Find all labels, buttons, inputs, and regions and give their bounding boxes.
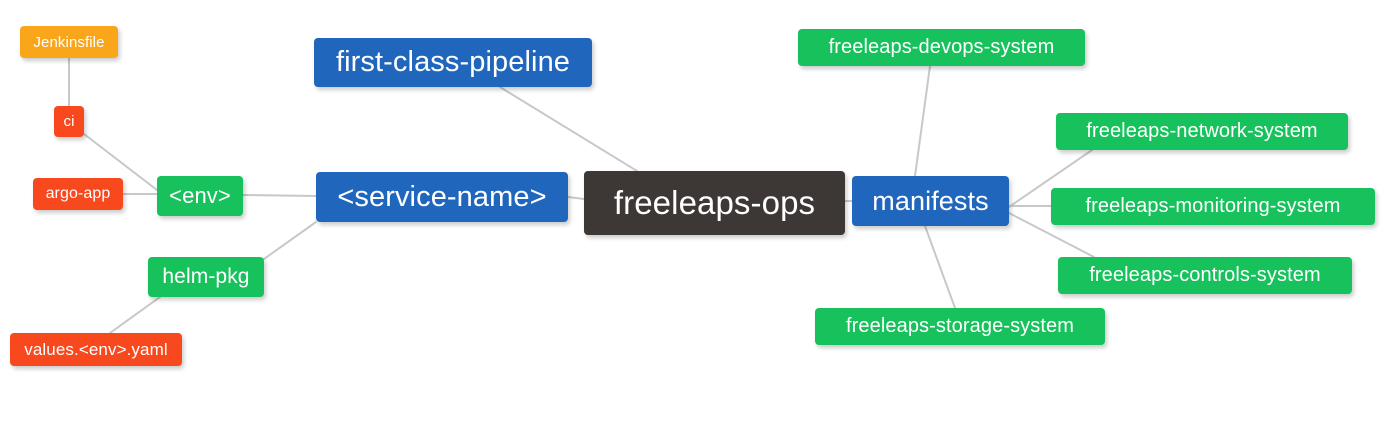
node-label: manifests [872, 185, 989, 216]
node-freeleaps-ops[interactable]: freeleaps-ops [584, 171, 845, 235]
node-label: Jenkinsfile [33, 33, 105, 51]
node-freeleaps-controls-system[interactable]: freeleaps-controls-system [1058, 257, 1352, 294]
node-first-class-pipeline[interactable]: first-class-pipeline [314, 38, 592, 87]
node-label: freeleaps-storage-system [845, 315, 1075, 337]
node-label: first-class-pipeline [335, 46, 571, 78]
node-label: helm-pkg [162, 265, 250, 288]
node-ci[interactable]: ci [54, 106, 84, 137]
edge-manifests-to-freeleaps-devops-system [914, 65, 931, 177]
node-label: ci [63, 113, 75, 130]
node-label: freeleaps-ops [613, 184, 816, 221]
node-freeleaps-monitoring-system[interactable]: freeleaps-monitoring-system [1051, 188, 1375, 225]
node-label: <env> [169, 183, 231, 208]
node-label: values.<env>.yaml [24, 339, 168, 359]
edge-env-to-service-name [242, 194, 317, 197]
edge-helm-pkg-to-values-env-yaml [109, 296, 161, 334]
node-label: argo-app [45, 185, 111, 202]
node-label: <service-name> [337, 180, 547, 213]
edge-service-name-to-helm-pkg [263, 221, 317, 260]
node-argo-app[interactable]: argo-app [33, 178, 123, 210]
node-label: freeleaps-controls-system [1089, 264, 1321, 286]
node-values-env-yaml[interactable]: values.<env>.yaml [10, 333, 182, 366]
node-freeleaps-devops-system[interactable]: freeleaps-devops-system [798, 29, 1085, 66]
edge-first-class-pipeline-to-freeleaps-ops [499, 86, 638, 172]
node-jenkinsfile[interactable]: Jenkinsfile [20, 26, 118, 58]
node-freeleaps-storage-system[interactable]: freeleaps-storage-system [815, 308, 1105, 345]
node-label: freeleaps-devops-system [828, 36, 1055, 58]
edge-service-name-to-freeleaps-ops [567, 196, 585, 200]
node-freeleaps-network-system[interactable]: freeleaps-network-system [1056, 113, 1348, 150]
node-manifests[interactable]: manifests [852, 176, 1009, 226]
node-env[interactable]: <env> [157, 176, 243, 216]
node-label: freeleaps-network-system [1086, 120, 1318, 142]
edge-manifests-to-freeleaps-storage-system [924, 225, 956, 309]
node-helm-pkg[interactable]: helm-pkg [148, 257, 264, 297]
node-label: freeleaps-monitoring-system [1085, 195, 1341, 217]
node-service-name[interactable]: <service-name> [316, 172, 568, 222]
